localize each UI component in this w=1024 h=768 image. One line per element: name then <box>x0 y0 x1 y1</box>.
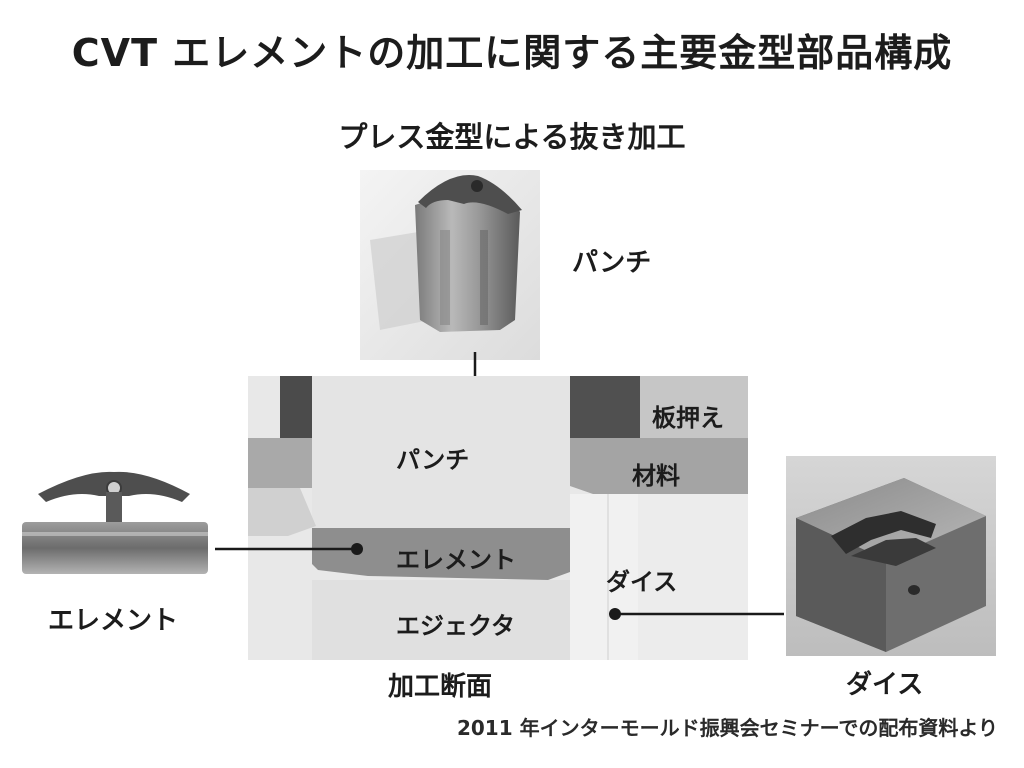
punch-section-label: パンチ <box>396 446 470 474</box>
cross-section-caption: 加工断面 <box>388 672 493 702</box>
ejector-section-label: エジェクタ <box>396 612 516 640</box>
element-photo <box>22 471 208 574</box>
cross-section-diagram <box>248 376 748 660</box>
element-leader-line <box>215 543 363 555</box>
punch-photo-label: パンチ <box>572 248 652 278</box>
punch-photo <box>360 170 540 360</box>
source-note: 2011 年インターモールド振興会セミナーでの配布資料より <box>456 716 998 740</box>
page-title: CVT エレメントの加工に関する主要金型部品構成 <box>71 31 953 75</box>
page-subtitle: プレス金型による抜き加工 <box>338 120 686 154</box>
element-photo-label: エレメント <box>48 606 179 636</box>
blank-holder-label: 板押え <box>652 404 724 432</box>
die-leader-line <box>609 608 784 620</box>
die-photo-label: ダイス <box>846 670 924 700</box>
die-section-label: ダイス <box>606 568 678 596</box>
material-label: 材料 <box>632 462 680 490</box>
element-section-label: エレメント <box>396 546 516 574</box>
die-photo <box>786 456 996 656</box>
